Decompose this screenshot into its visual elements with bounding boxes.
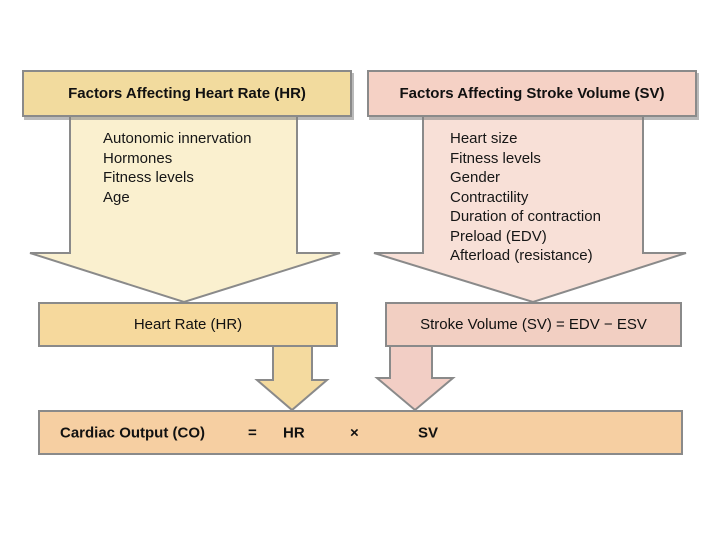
sv-to-co-arrow-icon (374, 342, 456, 412)
factor-item: Contractility (450, 188, 529, 206)
factor-item: Gender (450, 169, 501, 186)
heart-rate-factors-header-label: Factors Affecting Heart Rate (HR) (68, 85, 306, 102)
stroke-volume-result-label: Stroke Volume (SV) = EDV − ESV (420, 316, 647, 333)
stroke-volume-result-box: Stroke Volume (SV) = EDV − ESV (385, 302, 682, 347)
cardiac-output-label: Cardiac Output (CO) (60, 424, 205, 441)
factor-item: Heart size (450, 130, 518, 147)
factor-item: Fitness levels (103, 169, 194, 186)
hr-to-co-arrow-icon (254, 342, 330, 412)
factor-item: Age (103, 188, 130, 206)
stroke-volume-factor-list: Heart size Fitness levels Gender Contrac… (450, 129, 601, 266)
sv-funnel-arrow-icon (373, 115, 687, 304)
multiply-sign: × (350, 424, 359, 441)
hr-funnel-arrow-icon (29, 115, 341, 304)
factor-item: Fitness levels (450, 149, 541, 167)
heart-rate-factors-header: Factors Affecting Heart Rate (HR) (22, 70, 352, 117)
hr-term: HR (283, 424, 305, 441)
stroke-volume-factors-header: Factors Affecting Stroke Volume (SV) (367, 70, 697, 117)
heart-rate-factor-list: Autonomic innervation Hormones Fitness l… (103, 129, 251, 207)
heart-rate-result-box: Heart Rate (HR) (38, 302, 338, 347)
stroke-volume-factors-header-label: Factors Affecting Stroke Volume (SV) (399, 85, 665, 102)
factor-item: Hormones (103, 149, 173, 167)
heart-rate-result-label: Heart Rate (HR) (133, 316, 243, 333)
factor-item: Autonomic innervation (103, 130, 252, 147)
cardiac-output-equation-box: Cardiac Output (CO) = HR × SV (38, 410, 683, 455)
sv-term: SV (418, 424, 439, 441)
factor-item: Afterload (resistance) (450, 247, 593, 264)
factor-item: Duration of contraction (450, 208, 601, 225)
factor-item: Preload (EDV) (450, 227, 547, 245)
equals-sign: = (248, 424, 257, 441)
